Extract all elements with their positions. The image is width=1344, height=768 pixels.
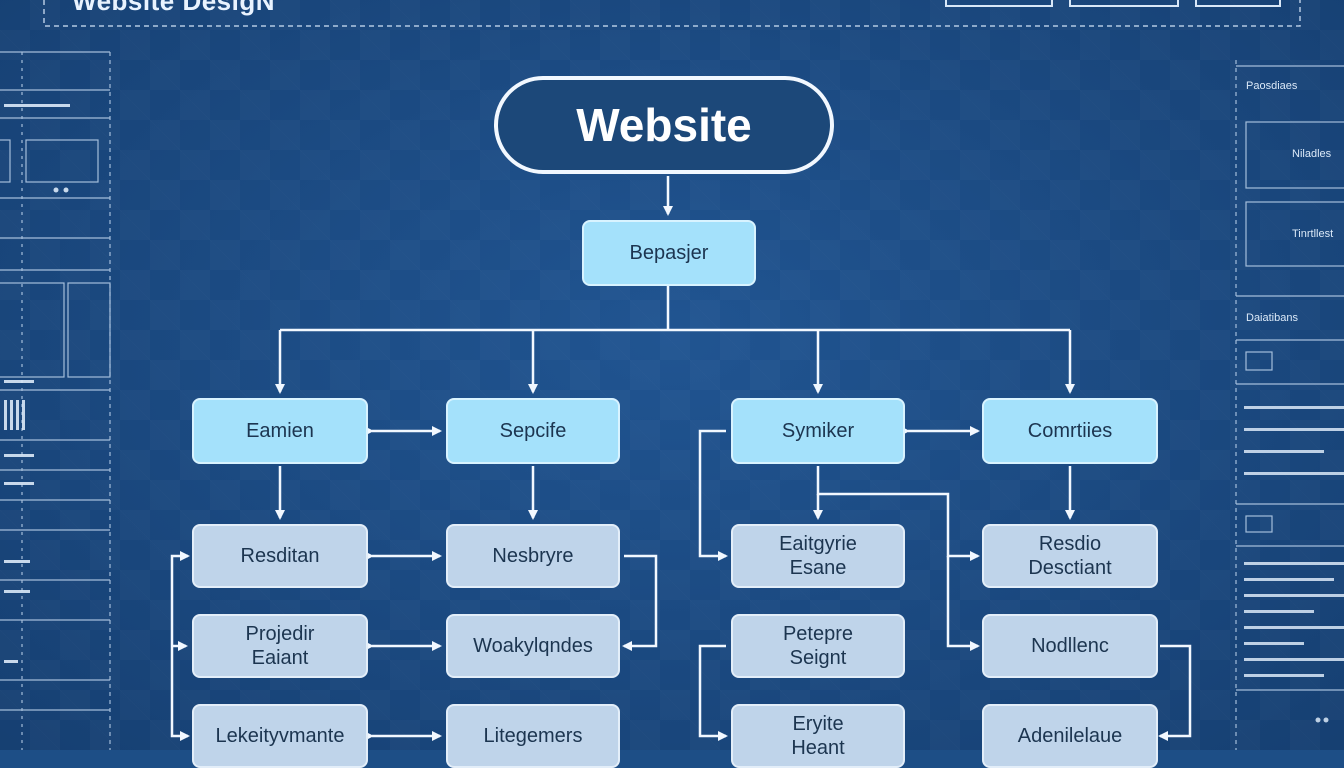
right-panel-label: Paosdiaes [1246, 80, 1298, 92]
right-panel-label: Niladles [1292, 148, 1332, 160]
child-node: Litegemers [446, 704, 620, 768]
child-node: Eryite Heant [731, 704, 905, 768]
child-node: Resditan [192, 524, 368, 588]
right-panel-label: Daiatibans [1246, 312, 1298, 324]
child-node: Eaitgyrie Esane [731, 524, 905, 588]
page-title: Website DesigN [72, 0, 276, 16]
column-head-node: Symiker [731, 398, 905, 464]
child-node: Adenilelaue [982, 704, 1158, 768]
child-node: Resdio Desctiant [982, 524, 1158, 588]
hub-node: Bepasjer [582, 220, 756, 286]
column-head-node: Eamien [192, 398, 368, 464]
blueprint-wireframe [0, 0, 1344, 750]
column-head-node: Comrtiies [982, 398, 1158, 464]
child-node: Lekeityvmante [192, 704, 368, 768]
child-node: Petepre Seignt [731, 614, 905, 678]
child-node: Nesbryre [446, 524, 620, 588]
child-node: Woakylqndes [446, 614, 620, 678]
child-node: Projedir Eaiant [192, 614, 368, 678]
root-node: Website [494, 76, 834, 174]
column-head-node: Sepcife [446, 398, 620, 464]
child-node: Nodllenc [982, 614, 1158, 678]
right-panel-label: Tinrtllest [1292, 228, 1334, 240]
